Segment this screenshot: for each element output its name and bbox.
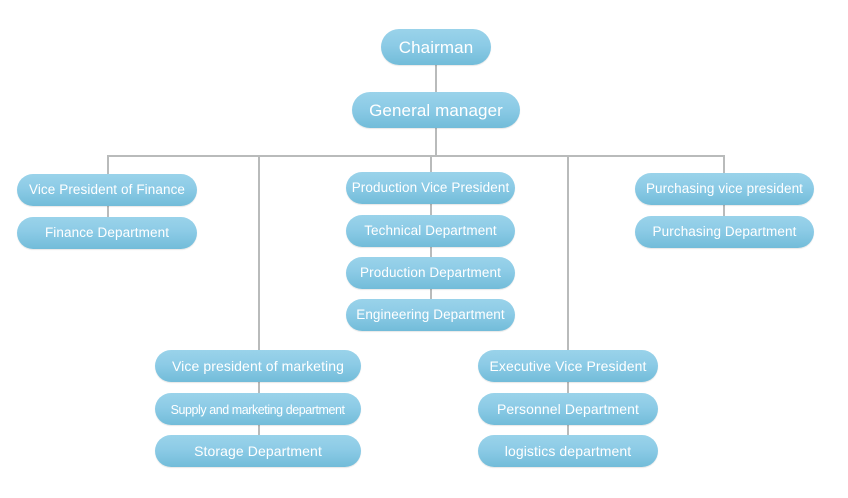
- node-general-manager-label: General manager: [369, 100, 503, 120]
- node-engineering-department[interactable]: Engineering Department: [346, 299, 515, 331]
- connector-general-manager-drop: [435, 125, 437, 155]
- connector-production-2: [430, 247, 432, 258]
- connector-executive-1: [567, 382, 569, 393]
- node-production-department-label: Production Department: [360, 265, 501, 281]
- node-finance-department[interactable]: Finance Department: [17, 217, 197, 249]
- connector-production-1: [430, 204, 432, 215]
- connector-drop-marketing: [258, 155, 260, 350]
- connector-production-3: [430, 289, 432, 300]
- node-personnel-department[interactable]: Personnel Department: [478, 393, 658, 425]
- node-vice-president-of-marketing-label: Vice president of marketing: [171, 358, 345, 374]
- node-production-vice-president-label: Production Vice President: [351, 180, 510, 196]
- node-purchasing-vice-president[interactable]: Purchasing vice president: [635, 173, 814, 205]
- connector-drop-production: [430, 155, 432, 172]
- node-engineering-department-label: Engineering Department: [356, 307, 505, 323]
- node-executive-vice-president[interactable]: Executive Vice President: [478, 350, 658, 382]
- connector-finance-1: [107, 206, 109, 217]
- node-storage-department-label: Storage Department: [194, 443, 322, 459]
- node-purchasing-department[interactable]: Purchasing Department: [635, 216, 814, 248]
- connector-drop-finance: [107, 155, 109, 174]
- connector-chairman-to-general-manager: [435, 62, 437, 93]
- connector-purchasing-1: [723, 205, 725, 216]
- node-general-manager[interactable]: General manager: [352, 92, 520, 128]
- node-storage-department[interactable]: Storage Department: [155, 435, 361, 467]
- node-purchasing-vice-president-label: Purchasing vice president: [645, 181, 804, 197]
- connector-marketing-2: [258, 424, 260, 435]
- node-supply-and-marketing-department-label: Supply and marketing department: [171, 401, 345, 417]
- node-supply-and-marketing-department[interactable]: Supply and marketing department: [155, 393, 361, 425]
- node-executive-vice-president-label: Executive Vice President: [489, 358, 647, 374]
- node-production-department[interactable]: Production Department: [346, 257, 515, 289]
- connector-drop-executive: [567, 155, 569, 350]
- node-purchasing-department-label: Purchasing Department: [652, 224, 797, 240]
- connector-executive-2: [567, 424, 569, 435]
- node-vice-president-of-marketing[interactable]: Vice president of marketing: [155, 350, 361, 382]
- node-logistics-department-label: logistics department: [504, 443, 632, 459]
- node-logistics-department[interactable]: logistics department: [478, 435, 658, 467]
- node-technical-department[interactable]: Technical Department: [346, 215, 515, 247]
- node-production-vice-president[interactable]: Production Vice President: [346, 172, 515, 204]
- node-chairman-label: Chairman: [398, 37, 474, 57]
- node-technical-department-label: Technical Department: [364, 223, 497, 239]
- connector-drop-purchasing: [723, 155, 725, 173]
- node-finance-department-label: Finance Department: [44, 225, 170, 241]
- connector-marketing-1: [258, 382, 260, 393]
- node-chairman[interactable]: Chairman: [381, 29, 491, 65]
- connector-horizontal-bus: [107, 155, 725, 157]
- node-vice-president-of-finance-label: Vice President of Finance: [28, 182, 186, 198]
- node-personnel-department-label: Personnel Department: [496, 401, 640, 417]
- node-vice-president-of-finance[interactable]: Vice President of Finance: [17, 174, 197, 206]
